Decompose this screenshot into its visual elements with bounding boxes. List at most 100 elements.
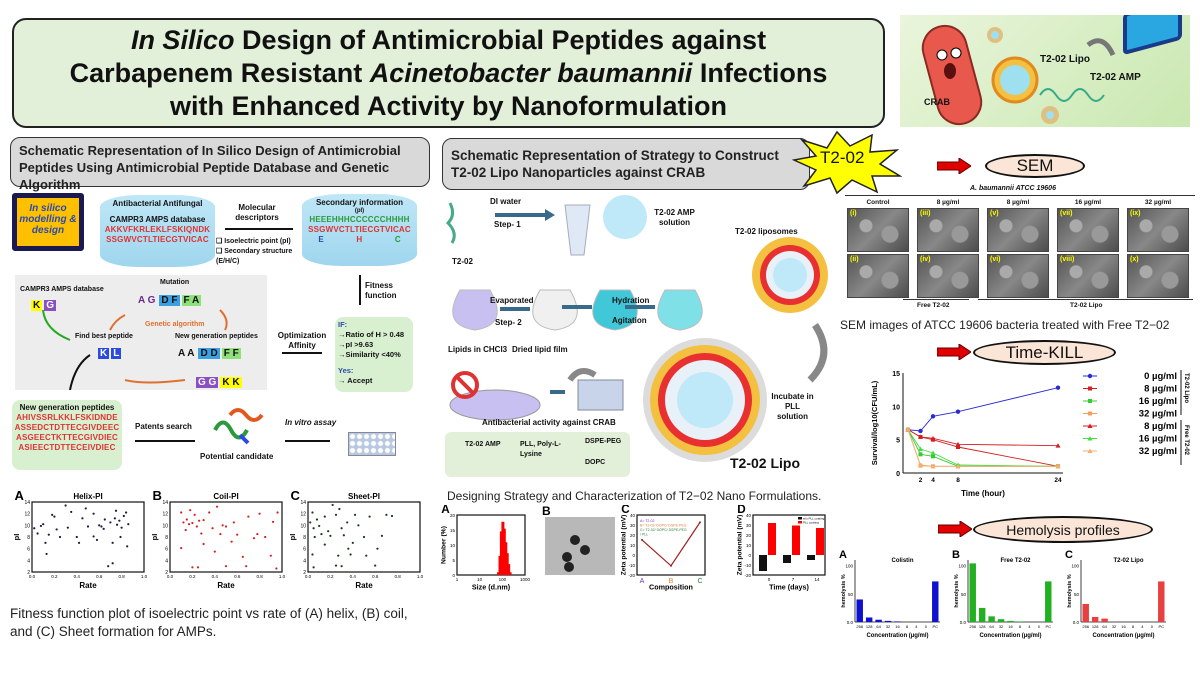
y-tick-label: 4 (303, 558, 306, 564)
descriptor: ❑ Isoelectric point (pI) (216, 238, 291, 245)
legend-marker (1088, 386, 1092, 391)
scatter-point (385, 513, 388, 516)
x-tick-label: 4 (1028, 624, 1031, 629)
y-tick-label: 6 (303, 547, 306, 553)
hydration-label: Hydration (612, 296, 650, 305)
bar (997, 619, 1005, 622)
data-point (930, 414, 936, 419)
bar (894, 621, 901, 622)
data-point (955, 441, 961, 447)
residue: K (98, 348, 110, 359)
scatter-point (318, 524, 321, 528)
x-tick-label: 0.4 (74, 574, 81, 579)
scatter-point (92, 512, 95, 515)
sequence: HEEEHHHCCCCCCHHHH (309, 215, 410, 224)
y-tick-label: 2 (303, 570, 306, 576)
bar (1091, 616, 1099, 622)
y-tick-label: 10 (450, 543, 456, 548)
sem-caption: SEM images of ATCC 19606 bacteria treate… (840, 318, 1170, 332)
legend-marker (1088, 411, 1092, 416)
candidate-label: Potential candidate (200, 452, 274, 461)
fitness-criteria-box: IF: →Ratio of H > 0.48 →pI >9.63 →Simila… (335, 317, 413, 392)
y-tick-label: 2 (165, 570, 168, 576)
scatter-point (264, 535, 267, 539)
x-tick-label: 100 (499, 577, 507, 582)
x-tick-label: 64 (989, 624, 994, 629)
legend-marker (1087, 448, 1093, 453)
data-point (1055, 463, 1061, 469)
newgen-label: New generation peptides (175, 333, 258, 340)
hero-illustration: CRAB T2-02 Lipo T2-02 AMP (900, 0, 1190, 127)
x-tick-label: 16 (895, 624, 900, 629)
scatter-point (191, 566, 194, 569)
legend-pll: PLL, Poly-L-Lysine (520, 441, 561, 458)
left-section-header: Schematic Representation of In Silico De… (10, 137, 430, 192)
y-tick-label: 40 (630, 513, 636, 518)
legend-text: A= T2-02 (640, 519, 654, 523)
y-tick-label: 14 (24, 500, 30, 506)
plot-frame (31, 501, 145, 573)
scatter-point (81, 517, 84, 520)
data-point (1055, 443, 1061, 448)
x-tick-label: 128 (979, 624, 986, 629)
scatter-point (340, 565, 343, 568)
scatter-point (349, 553, 352, 556)
scatter-point (252, 537, 256, 540)
red-arrow-icon (938, 521, 972, 537)
y-tick-label: 20 (450, 513, 456, 518)
bar (807, 555, 815, 560)
scatter-point (269, 554, 272, 557)
y-tick-label: 8 (165, 535, 168, 541)
antibacterial-label: Antibacterial activity against CRAB (482, 418, 616, 427)
bar (1082, 603, 1089, 622)
y-tick-label: 40 (746, 513, 752, 518)
bar (759, 555, 767, 571)
chart-title: Helix-PI (73, 492, 102, 501)
amp-solution-label: T2-02 AMP solution (654, 208, 695, 227)
amp-label: T2-02 AMP (1090, 72, 1141, 83)
y-tick-label: 14 (162, 500, 168, 506)
star-label: T2-02 (820, 148, 865, 167)
bar (1007, 620, 1014, 622)
computer-monitor-icon: In silico modelling & design (12, 193, 84, 251)
y-tick-label: 6 (27, 547, 30, 553)
y-tick-label: 50 (848, 592, 854, 597)
sequence: SSGWVCTLTIECGTVICAC (106, 235, 209, 244)
residue: D D (198, 348, 220, 359)
sem-panel-label: (viii) (1060, 256, 1075, 263)
lipo-label: T2-02 Lipo (730, 455, 801, 471)
criterion: →Ratio of H > 0.48 (338, 330, 405, 339)
y-tick-label: 20 (630, 533, 636, 538)
sem-column-label: 8 µg/ml (1006, 199, 1030, 206)
db-title: Secondary information (315, 198, 404, 207)
dried-film-label: Dried lipid film (512, 345, 568, 354)
scatter-point (309, 521, 312, 524)
x-axis-label: Concentration (µg/ml) (979, 633, 1041, 639)
scatter-point (368, 515, 371, 518)
sem-image: (viii) (1057, 254, 1119, 298)
x-tick-label: 0.0 (305, 574, 312, 579)
residue: K (31, 300, 43, 311)
bar (969, 563, 976, 622)
red-arrow-icon (937, 344, 971, 360)
scatter-point (124, 511, 128, 514)
scatter-point (357, 524, 360, 527)
scatter-point (111, 541, 114, 544)
data-point (918, 446, 923, 451)
y-tick-label: 0 (896, 471, 900, 478)
bar (1101, 618, 1108, 622)
title-italic: In Silico (130, 24, 235, 55)
legend-marker (1087, 423, 1093, 428)
scatter-point (102, 527, 105, 530)
starburst-badge (792, 130, 902, 195)
scatter-point (380, 534, 384, 537)
evaporated-label: Evaporated (490, 296, 534, 305)
well-plate-icon (348, 432, 396, 456)
y-tick-label: 50 (961, 592, 967, 597)
data-point (918, 434, 923, 439)
scatter-point (236, 533, 239, 536)
y-axis-label: hemolysis % (841, 574, 847, 607)
arrow-right (225, 228, 293, 230)
scatter-point (198, 519, 201, 522)
accept-label: → Accept (338, 376, 373, 385)
